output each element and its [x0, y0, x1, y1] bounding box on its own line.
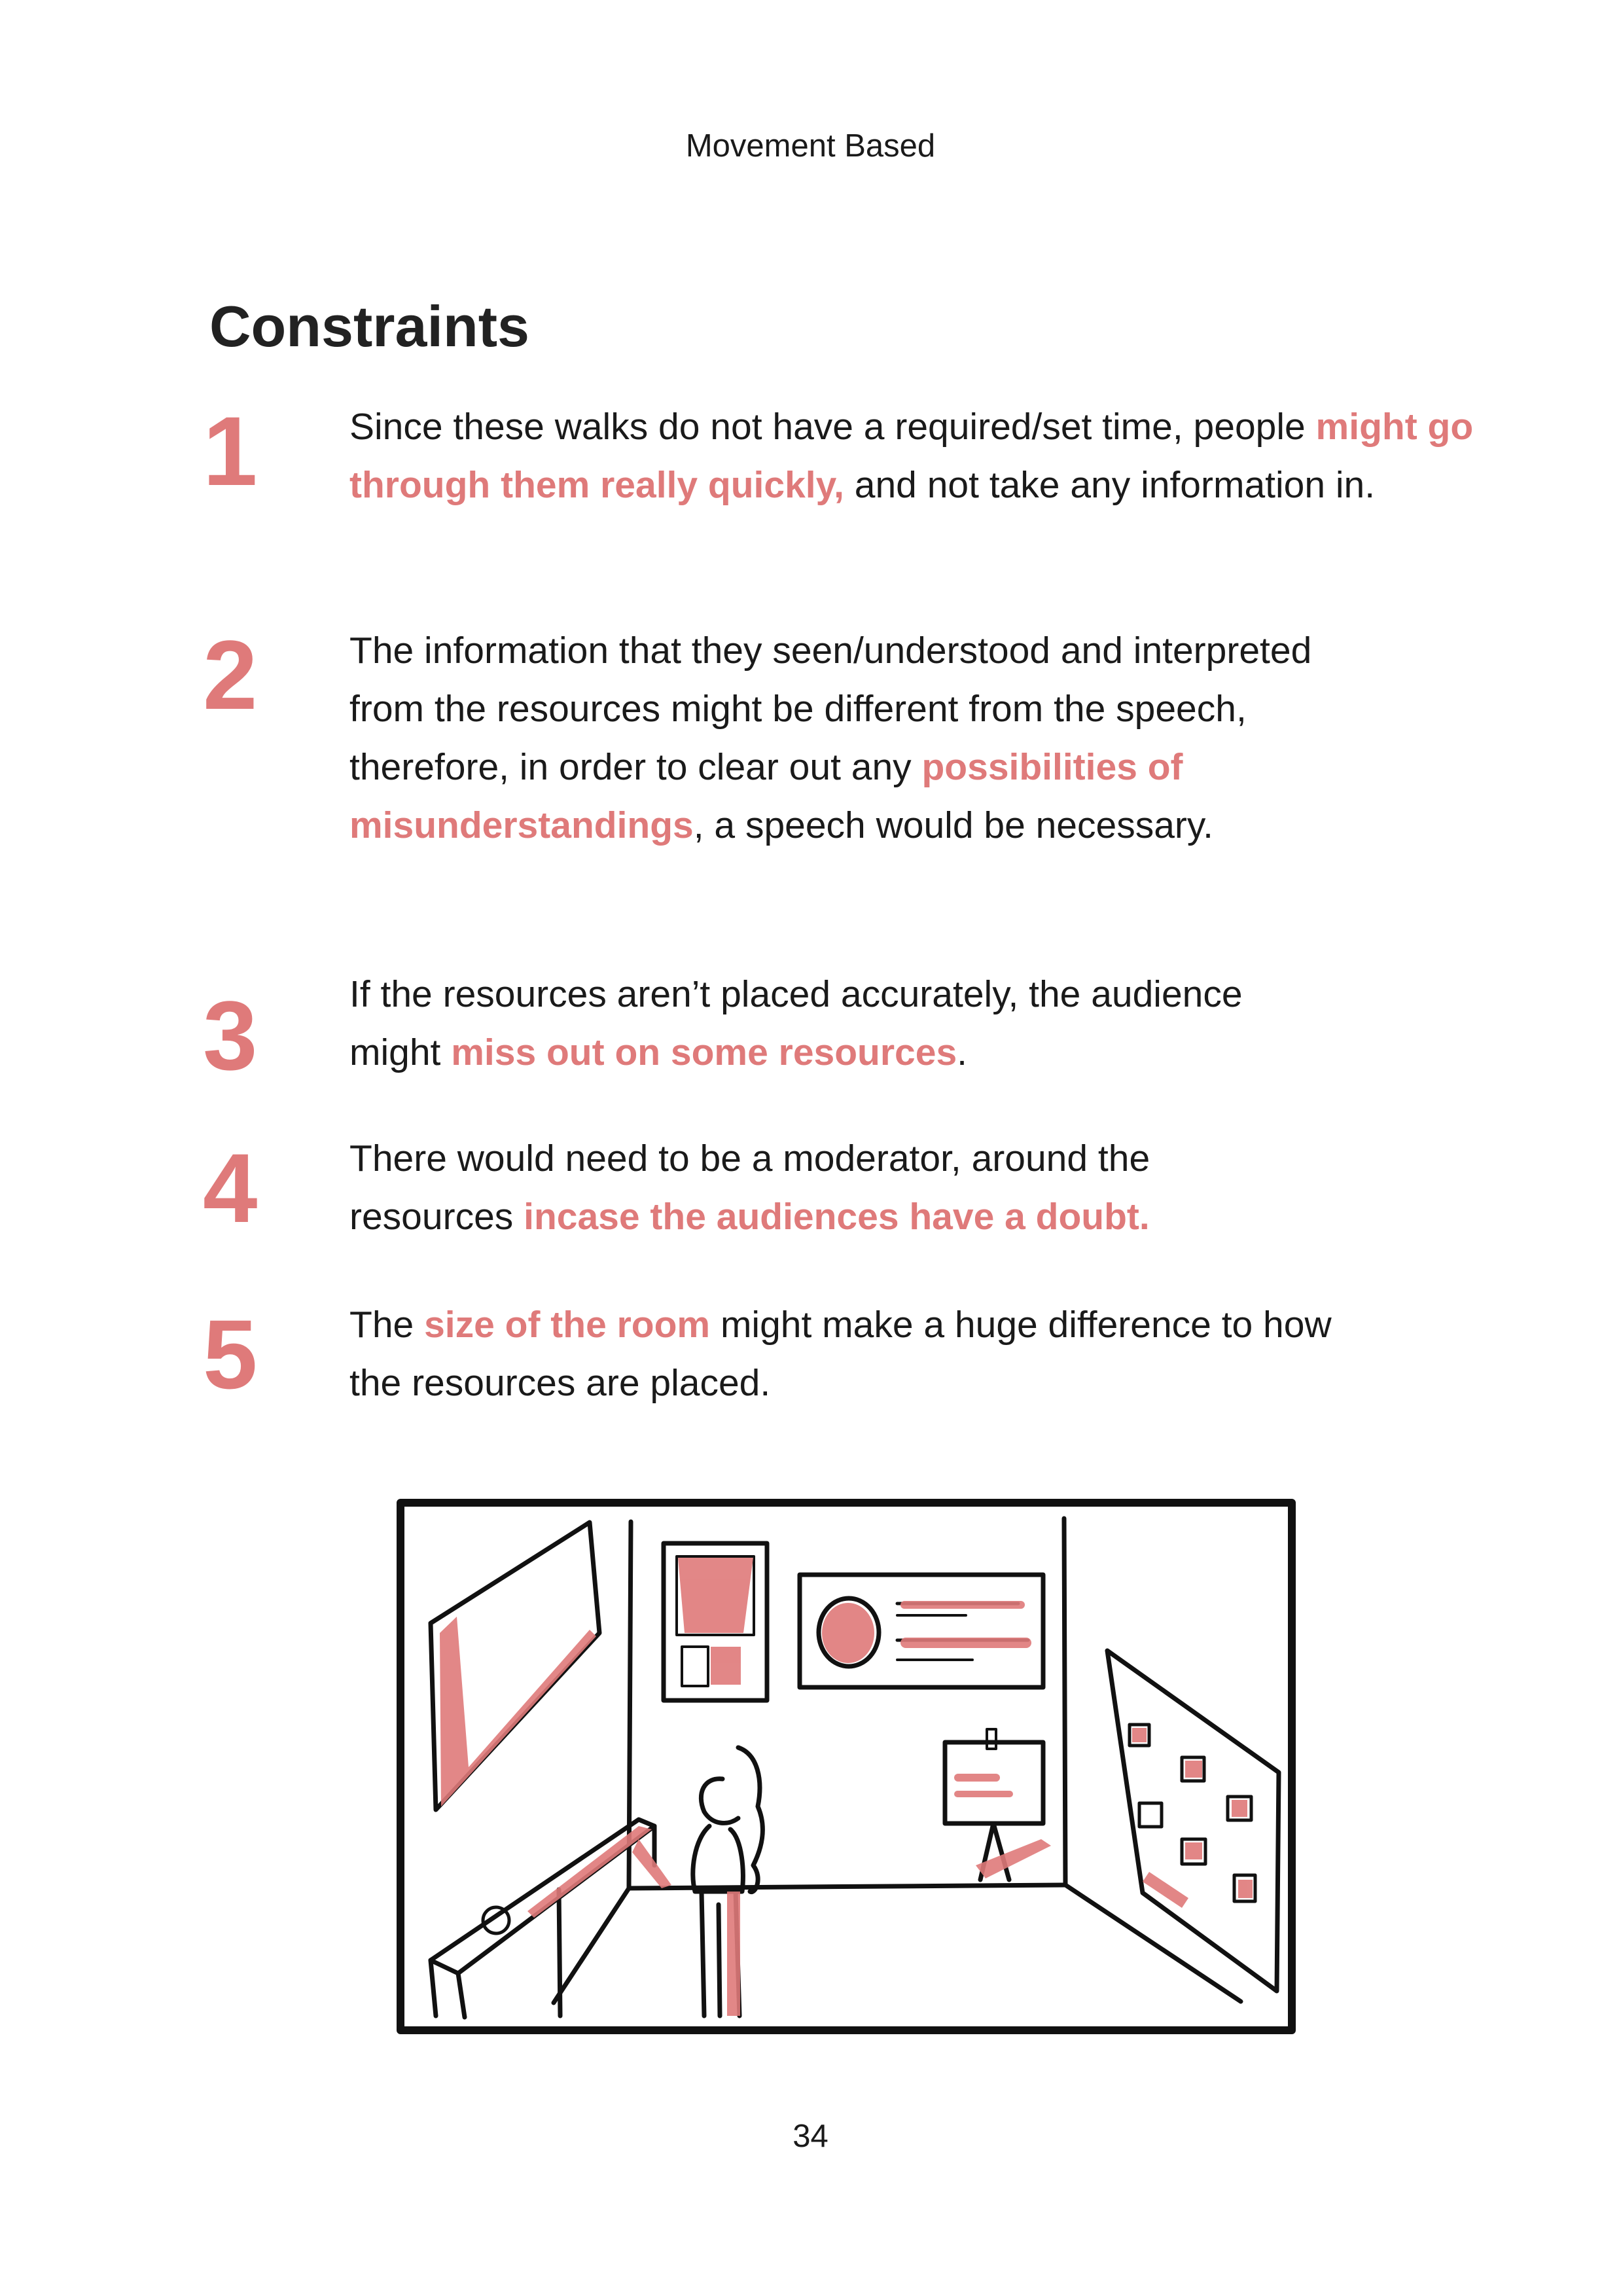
constraint-highlight: miss out on some resources: [451, 1031, 957, 1073]
constraint-text-segment: .: [957, 1031, 968, 1073]
exhibition-room-illustration: [397, 1499, 1296, 2034]
constraint-number: 2: [203, 620, 258, 730]
accent-washes: [440, 1558, 1253, 2016]
constraint-highlight: possibilities of misunderstandings: [349, 746, 1183, 846]
constraint-text: There would need to be a moderator, arou…: [349, 1130, 1266, 1246]
info-board: [797, 1572, 1046, 1690]
constraint-number: 4: [203, 1133, 258, 1243]
constraint-number: 1: [203, 396, 258, 506]
right-wall-board: [1105, 1648, 1281, 1994]
back-wall-right-edge: [1061, 1516, 1068, 1888]
info-board-circle: [816, 1596, 882, 1669]
constraint-highlight: size of the room: [424, 1304, 711, 1346]
constraint-text-segment: Since these walks do not have a required…: [349, 406, 1316, 448]
framed-picture: [661, 1541, 770, 1703]
constraint-highlight: incase the audiences have a doubt.: [524, 1196, 1150, 1238]
running-head: Movement Based: [685, 128, 936, 164]
left-wall-poster: [428, 1520, 602, 1812]
easel-board: [942, 1740, 1046, 1826]
constraint-text-segment: might make a huge difference to how the …: [349, 1304, 1332, 1404]
floor-left-edge: [551, 1886, 632, 2005]
constraint-text: If the resources aren’t placed accuratel…: [349, 965, 1266, 1082]
constraint-text-segment: The information that they seen/understoo…: [349, 630, 1312, 788]
constraint-text-segment: If the resources aren’t placed accuratel…: [349, 973, 1243, 1073]
constraint-highlight: might go through them really quickly,: [349, 406, 1474, 506]
constraint-number: 3: [203, 980, 258, 1090]
floor-back-edge: [626, 1882, 1068, 1891]
constraint-number: 5: [203, 1299, 258, 1409]
constraint-text-segment: , a speech would be necessary.: [693, 804, 1213, 846]
constraint-text-segment: There would need to be a moderator, arou…: [349, 1138, 1150, 1238]
constraint-text: The information that they seen/understoo…: [349, 622, 1383, 855]
constraint-text: The size of the room might make a huge d…: [349, 1296, 1344, 1412]
constraint-text: Since these walks do not have a required…: [349, 398, 1488, 514]
floor-right-edge: [1063, 1882, 1243, 2004]
page-number: 34: [793, 2119, 828, 2154]
page-title: Constraints: [209, 294, 529, 359]
constraint-text-segment: The: [349, 1304, 425, 1346]
illustration-frame: [397, 1499, 1296, 2034]
constraint-text-segment: and not take any information in.: [844, 464, 1376, 506]
